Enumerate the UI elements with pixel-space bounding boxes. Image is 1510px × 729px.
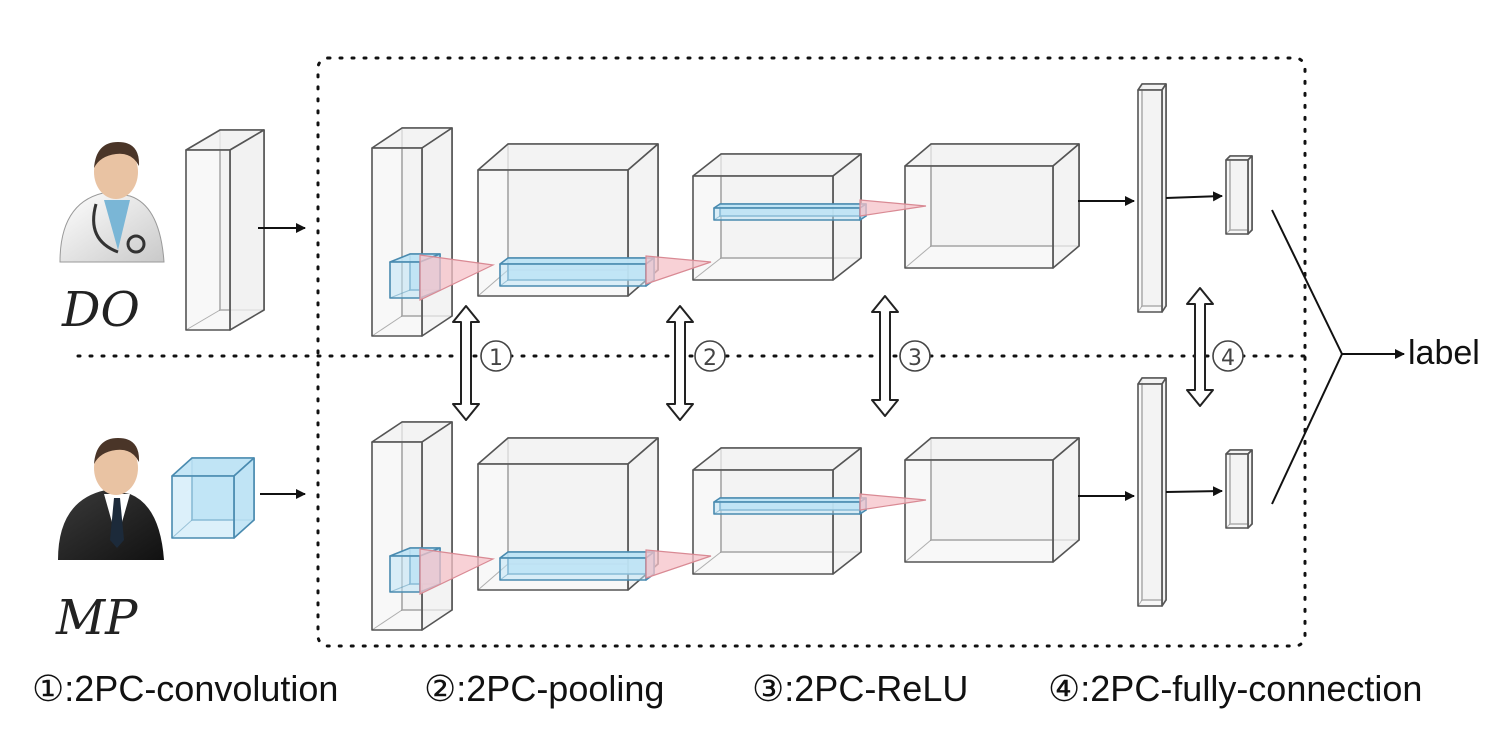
do-relu-output-block [904, 143, 1080, 269]
doctor-avatar-icon [59, 142, 165, 263]
secure-computation-frame [316, 56, 1307, 648]
mp-fc1-block [1137, 377, 1167, 607]
mp-merge-line [1271, 353, 1343, 505]
businessman-avatar-icon [58, 438, 164, 560]
protocol-exchange-convolution: 1 [452, 305, 512, 421]
data-owner-label: DO [62, 282, 140, 338]
output-merge [1271, 209, 1405, 505]
protocol-marker-1: 1 [489, 346, 503, 371]
mp-fc2-block [1225, 449, 1253, 529]
do-conv-input-block [371, 127, 453, 337]
do-conv-kernel [419, 254, 496, 301]
model-provider-label: MP [56, 590, 138, 646]
mp-relu-kernel [859, 493, 927, 511]
do-fc2-block [1225, 155, 1253, 235]
legend-item-convolution: ①:2PC-convolution [32, 668, 339, 709]
legend-item-relu: ③:2PC-ReLU [752, 668, 969, 709]
mp-pool-field [499, 551, 655, 581]
do-input-block [185, 129, 265, 331]
do-pool-field [499, 257, 655, 287]
protocol-marker-2: 2 [703, 346, 717, 371]
do-relu-kernel [859, 199, 927, 217]
do-relu-field [713, 203, 867, 221]
protocol-marker-3: 3 [908, 346, 922, 371]
do-pool-kernel [645, 255, 712, 285]
protocol-marker-circle [480, 340, 512, 372]
protocol-marker-circle [1212, 340, 1244, 372]
flow-arrows [258, 191, 1223, 501]
double-arrow-icon [666, 305, 694, 421]
legend-item-fully-connection: ④:2PC-fully-connection [1048, 668, 1423, 709]
protocol-marker-4: 4 [1221, 346, 1235, 371]
protocol-exchange-fully-connection: 4 [1186, 287, 1244, 407]
protocol-marker-circle [694, 340, 726, 372]
double-arrow-icon [871, 295, 899, 417]
protocol-marker-circle [899, 340, 931, 372]
do-merge-line [1271, 209, 1343, 355]
receptive-fields [389, 199, 927, 595]
mp-pool-kernel [645, 549, 712, 579]
do-fc2-arrow [1165, 191, 1223, 202]
mp-input-block [171, 457, 255, 539]
mp-relu-field [713, 497, 867, 515]
double-arrow-icon [452, 305, 480, 421]
output-label: label [1408, 334, 1480, 372]
protocol-exchanges: 1 2 3 4 [452, 287, 1244, 421]
do-fc1-block [1137, 83, 1167, 313]
mp-conv-input-block [371, 421, 453, 631]
mp-fc2-arrow [1165, 486, 1223, 497]
protocol-exchange-relu: 3 [871, 295, 931, 417]
mp-relu-output-block [904, 437, 1080, 563]
legend-item-pooling: ②:2PC-pooling [424, 668, 665, 709]
protocol-exchange-pooling: 2 [666, 305, 726, 421]
double-arrow-icon [1186, 287, 1214, 407]
mp-conv-kernel [419, 548, 496, 595]
